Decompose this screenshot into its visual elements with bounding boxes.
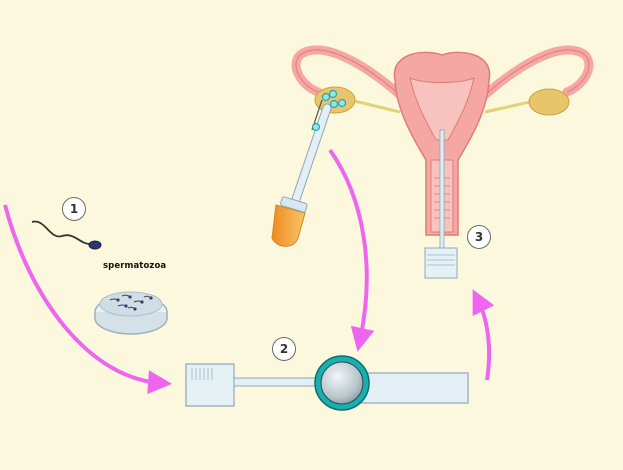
arrow-step2-to-step3 (472, 289, 495, 381)
incubation-device (185, 355, 469, 411)
arrow-ovary-to-dish (328, 148, 375, 352)
right-ovary (528, 88, 570, 116)
aspiration-pipette (271, 99, 332, 247)
arrow-step1-to-step2 (3, 204, 172, 395)
sperm-cell-icon (31, 220, 102, 250)
step-3-badge: 3 (467, 225, 491, 249)
step-2-badge: 2 (272, 337, 296, 361)
oocytes-icon (311, 89, 347, 132)
spermatozoa-label: spermatozoa (103, 261, 167, 271)
petri-dish-icon (94, 291, 168, 335)
transfer-catheter (424, 129, 458, 279)
step-1-badge: 1 (62, 197, 86, 221)
